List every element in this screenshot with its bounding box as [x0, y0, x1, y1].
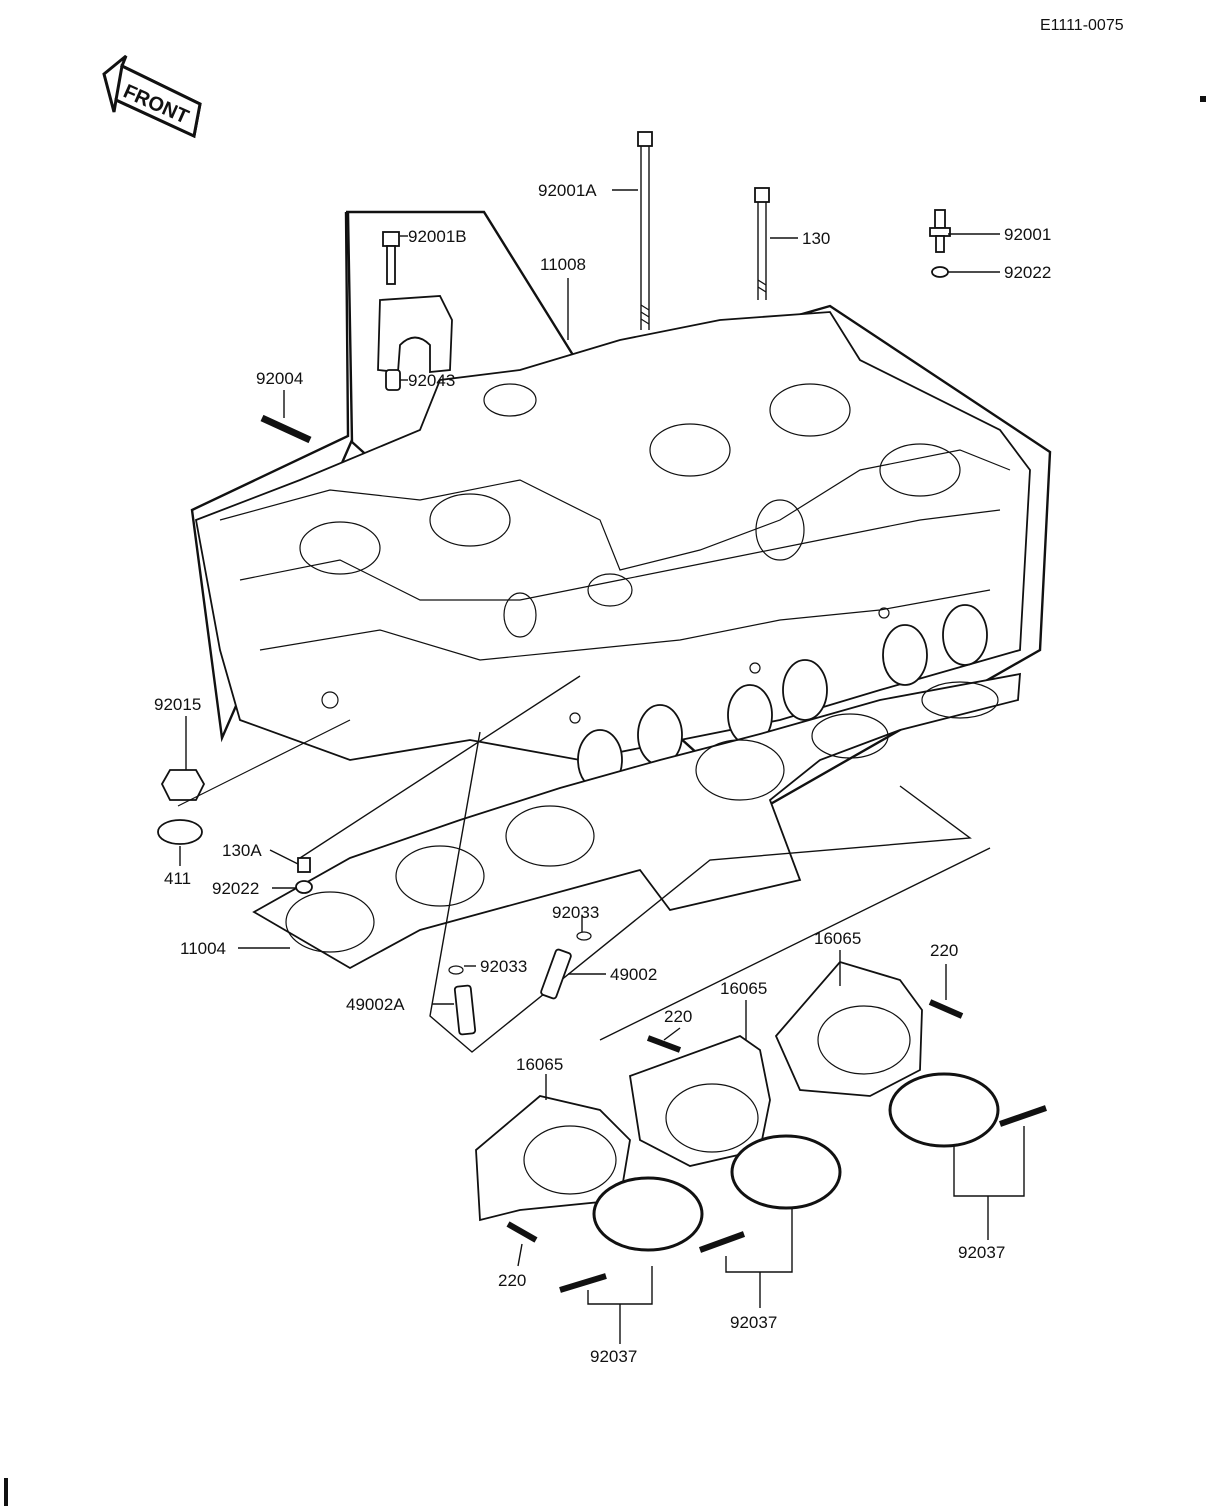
label-92043: 92043: [408, 371, 455, 390]
washer-92022-small-icon: [295, 880, 313, 894]
label-92033-right: 92033: [552, 903, 599, 922]
label-220-left: 220: [498, 1271, 526, 1290]
nut-92015-icon: [160, 769, 206, 801]
front-arrow-icon: FRONT: [102, 54, 202, 139]
valve-guide-49002a-icon: [453, 984, 477, 1036]
stud-92001-icon: [929, 209, 951, 253]
cap-icon: [377, 295, 453, 373]
label-92022-small: 92022: [212, 879, 259, 898]
dowel-92043-icon: [385, 369, 401, 391]
label-130: 130: [802, 229, 830, 248]
label-92037-right: 92037: [958, 1243, 1005, 1262]
label-92037-mid: 92037: [730, 1313, 777, 1332]
bolt-92001b-icon: [382, 231, 400, 285]
label-16065-right: 16065: [814, 929, 861, 948]
clamp-screw-2-icon: [698, 1231, 746, 1253]
label-92022-top: 92022: [1004, 263, 1051, 282]
doc-code: E1111-0075: [1040, 17, 1124, 34]
nut-leader: [177, 719, 351, 807]
holder-16065-left-icon: [475, 1095, 631, 1222]
leader-lines: [179, 189, 1025, 1344]
screw-220-mid-icon: [646, 1035, 682, 1053]
bolt-130a-icon: [297, 857, 311, 873]
margin-mark: [1200, 96, 1206, 102]
head-gasket-icon: [252, 672, 1021, 970]
washer-411-icon: [157, 819, 203, 845]
clamp-screw-1-icon: [559, 1273, 607, 1293]
clamp-screw-3-icon: [999, 1105, 1047, 1127]
holder-16065-mid-icon: [628, 1034, 771, 1167]
label-49002: 49002: [610, 965, 657, 984]
valve-guide-49002-icon: [540, 948, 572, 1000]
clip-92033-b-icon: [576, 931, 592, 941]
label-92004: 92004: [256, 369, 303, 388]
clip-92033-a-icon: [448, 965, 464, 975]
holder-16065-right-icon: [774, 960, 923, 1097]
label-92001b: 92001B: [408, 227, 467, 246]
label-16065-mid: 16065: [720, 979, 767, 998]
label-130a: 130A: [222, 841, 262, 860]
bolt-130-icon: [754, 187, 770, 300]
washer-92022-top-icon: [931, 266, 949, 278]
label-411: 411: [164, 869, 191, 888]
label-220-mid: 220: [664, 1007, 692, 1026]
clamp-92037-3-icon: [888, 1072, 1000, 1148]
gasket-group-frame: [299, 675, 991, 1053]
bolt-92001a-icon: [637, 131, 653, 330]
label-92033-left: 92033: [480, 957, 527, 976]
label-92015: 92015: [154, 695, 201, 714]
screw-220-left-icon: [506, 1221, 538, 1243]
cylinder-head-icon: [194, 311, 1031, 791]
stud-92004-icon: [260, 414, 312, 444]
clamp-92037-2-icon: [730, 1134, 842, 1210]
screw-220-right-icon: [928, 999, 964, 1019]
label-16065-left: 16065: [516, 1055, 563, 1074]
label-92001: 92001: [1004, 225, 1051, 244]
label-11004: 11004: [180, 939, 226, 958]
label-220-right: 220: [930, 941, 958, 960]
label-92001a: 92001A: [538, 181, 597, 200]
label-49002a: 49002A: [346, 995, 405, 1014]
label-11008: 11008: [540, 255, 586, 274]
label-92037-left: 92037: [590, 1347, 637, 1366]
margin-mark-bottom: [4, 1478, 8, 1506]
clamp-92037-1-icon: [592, 1176, 704, 1252]
